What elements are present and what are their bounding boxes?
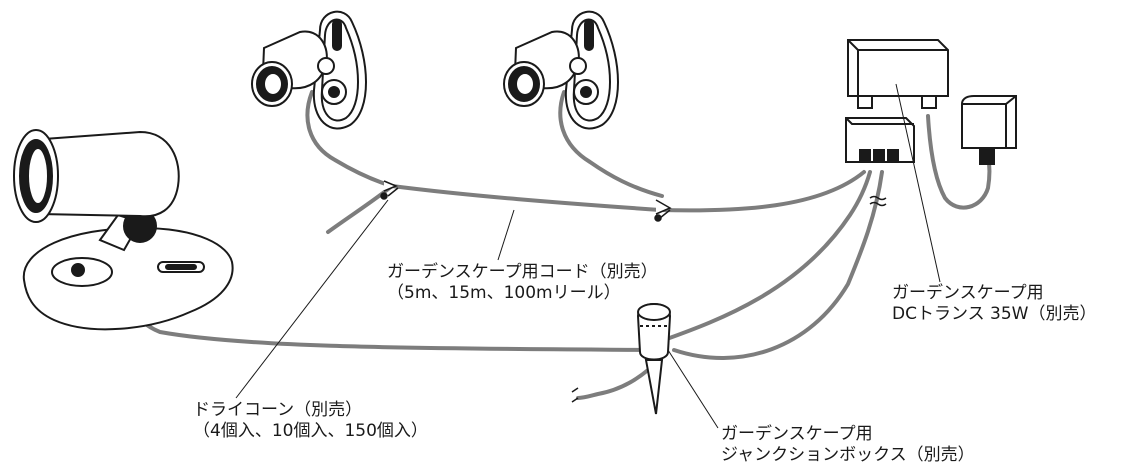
- junction-box: [636, 303, 672, 415]
- plug: [979, 147, 995, 165]
- lamp-lens-inner: [27, 147, 49, 205]
- joint-right-dot: [654, 214, 662, 222]
- wavy-break: [869, 195, 887, 207]
- small-spotlight-2: [503, 10, 619, 130]
- outlet-cover: [961, 95, 1017, 149]
- cable-main-left: [390, 184, 662, 212]
- base-socket-hole: [71, 263, 85, 277]
- lamp-lens-inner: [515, 72, 535, 96]
- mount-slot: [332, 19, 342, 51]
- label-junction-line1: ガーデンスケープ用: [721, 424, 873, 444]
- label-junction-line2: ジャンクションボックス（別売）: [721, 445, 975, 465]
- label-drycone-line1: ドライコーン（別売）: [193, 400, 363, 420]
- cable-junction-right: [672, 170, 884, 360]
- leader-lines: [235, 83, 941, 429]
- terminal-3: [887, 149, 899, 161]
- junction-stake: [644, 359, 664, 415]
- label-drycone: ドライコーン（別売） （4個入、10個入、150個入）: [193, 400, 428, 442]
- lamp-knob: [317, 57, 335, 75]
- cable-junction-up: [662, 170, 872, 342]
- cable-spot1: [305, 90, 394, 188]
- transformer-top-edge: [847, 39, 948, 96]
- base-plate: [22, 226, 234, 331]
- joint-left-dot: [380, 192, 388, 200]
- wire-joints: [380, 180, 887, 403]
- cable-junction-left: [576, 368, 650, 400]
- leader-drycone: [235, 199, 389, 399]
- junction-cap-top: [637, 303, 671, 321]
- wire-end-left: [571, 387, 579, 403]
- leader-junction: [667, 349, 719, 429]
- joint-left: [383, 180, 399, 197]
- cable-spot2: [558, 90, 664, 198]
- lamp-lens-inner: [263, 72, 283, 96]
- label-junction: ガーデンスケープ用 ジャンクションボックス（別売）: [721, 424, 975, 466]
- label-cord-line1: ガーデンスケープ用コード（別売）: [387, 262, 658, 282]
- cable-trans-plug: [926, 114, 992, 210]
- cable-main-right: [658, 170, 866, 213]
- base-slot-hole: [165, 264, 197, 270]
- label-transformer-line1: ガーデンスケープ用: [892, 283, 1044, 303]
- lamp-body: [28, 130, 180, 218]
- mount-socket-center: [328, 86, 340, 98]
- outlet: [961, 95, 1017, 165]
- label-cord: ガーデンスケープ用コード（別売） （5m、15m、100mリール）: [387, 262, 658, 304]
- label-transformer-line2: DCトランス 35W（別売）: [892, 304, 1097, 324]
- transformer-neck-left: [857, 95, 873, 109]
- label-transformer: ガーデンスケープ用 DCトランス 35W（別売）: [892, 283, 1096, 325]
- lamp-knob: [569, 57, 587, 75]
- mount-slot: [584, 19, 594, 51]
- transformer-bottom-edge: [845, 117, 914, 125]
- mount-socket-center: [580, 86, 592, 98]
- transformer: [845, 39, 949, 163]
- label-cord-line2: （5m、15m、100mリール）: [387, 283, 621, 303]
- terminal-2: [873, 149, 885, 161]
- terminal-1: [859, 149, 871, 161]
- leader-cord: [497, 209, 515, 261]
- leader-transformer: [895, 83, 941, 283]
- small-spotlight-1: [251, 10, 367, 130]
- transformer-top: [847, 39, 949, 97]
- outlet-cover-edge: [962, 95, 1017, 148]
- large-spotlight: [13, 129, 234, 331]
- label-drycone-line2: （4個入、10個入、150個入）: [193, 421, 428, 441]
- transformer-neck-right: [921, 95, 937, 109]
- joint-right: [655, 199, 672, 219]
